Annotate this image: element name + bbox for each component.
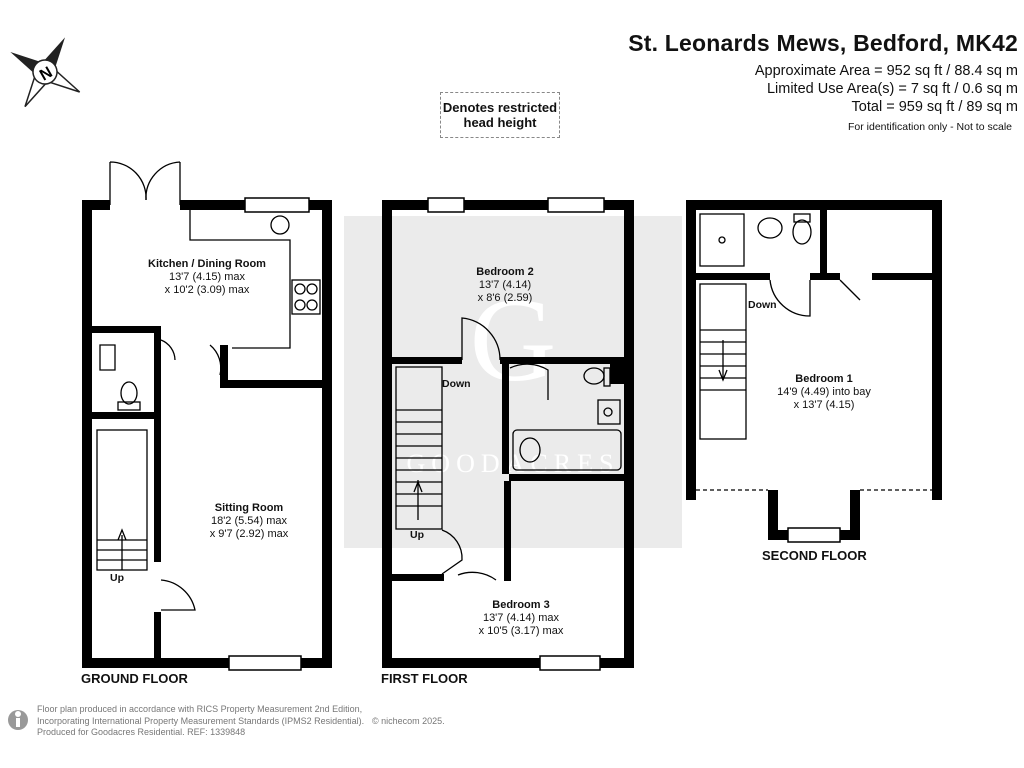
footer-line: Incorporating International Property Mea… (37, 715, 365, 726)
room-kitchen-dining: Kitchen / Dining Room 13'7 (4.15) max x … (148, 258, 266, 297)
restricted-height-legend: Denotes restricted head height (440, 92, 560, 138)
ground-floor-label: GROUND FLOOR (81, 671, 188, 686)
footer-line: Floor plan produced in accordance with R… (37, 704, 363, 714)
second-floor-lines (696, 213, 932, 491)
svg-text:G: G (470, 273, 557, 406)
approx-area-text: Approximate Area = 952 sq ft / 88.4 sq m (754, 63, 1018, 79)
ground-floor-lines (96, 161, 321, 611)
room-dim: 18'2 (5.54) max (210, 515, 288, 527)
room-name: Bedroom 1 (795, 373, 853, 385)
second-floor-label: SECOND FLOOR (762, 548, 867, 563)
room-dim: x 13'7 (4.15) (793, 399, 855, 411)
room-sitting: Sitting Room 18'2 (5.54) max x 9'7 (2.92… (210, 502, 289, 541)
room-dim: x 9'7 (2.92) max (209, 528, 289, 540)
footer-notes: Floor plan produced in accordance with R… (37, 704, 364, 739)
room-bedroom-3: Bedroom 3 13'7 (4.14) max x 10'5 (3.17) … (479, 599, 564, 638)
footer-copyright: © nichecom 2025. (372, 716, 445, 726)
first-floor-lines (395, 317, 622, 581)
stairs-down-label: Down (748, 299, 777, 311)
first-floor-plan (382, 197, 634, 671)
room-dim: 14'9 (4.49) into bay (777, 386, 871, 398)
footer-line: Produced for Goodacres Residential. REF:… (37, 727, 246, 737)
room-dim: 13'7 (4.14) (478, 279, 532, 291)
room-dim: x 8'6 (2.59) (477, 292, 533, 304)
compass-icon (10, 37, 81, 108)
watermark-text: GOODACRES (407, 449, 620, 478)
total-area-text: Total = 959 sq ft / 89 sq m (851, 99, 1018, 115)
rics-logo (8, 710, 28, 730)
stairs-up-label: Up (410, 529, 424, 541)
room-bedroom-2: Bedroom 2 13'7 (4.14) x 8'6 (2.59) (476, 266, 533, 305)
room-dim: 13'7 (4.15) max (168, 271, 246, 283)
disclaimer-text: For identification only - Not to scale (848, 121, 1012, 133)
room-name: Sitting Room (214, 502, 284, 514)
room-bedroom-1: Bedroom 1 14'9 (4.49) into bay x 13'7 (4… (777, 373, 871, 412)
room-dim: x 10'2 (3.09) max (164, 284, 250, 296)
limited-area-text: Limited Use Area(s) = 7 sq ft / 0.6 sq m (766, 81, 1018, 97)
ground-floor-plan (82, 197, 332, 671)
second-floor-plan (686, 200, 942, 543)
stairs-down-label: Down (442, 378, 471, 390)
property-title: St. Leonards Mews, Bedford, MK42 (628, 30, 1018, 56)
first-floor-label: FIRST FLOOR (381, 671, 468, 686)
room-dim: 13'7 (4.14) max (482, 612, 560, 624)
room-name: Kitchen / Dining Room (148, 258, 266, 270)
stairs-up-label: Up (110, 572, 124, 584)
room-dim: x 10'5 (3.17) max (478, 625, 564, 637)
room-name: Bedroom 3 (492, 599, 550, 611)
room-name: Bedroom 2 (476, 266, 534, 278)
